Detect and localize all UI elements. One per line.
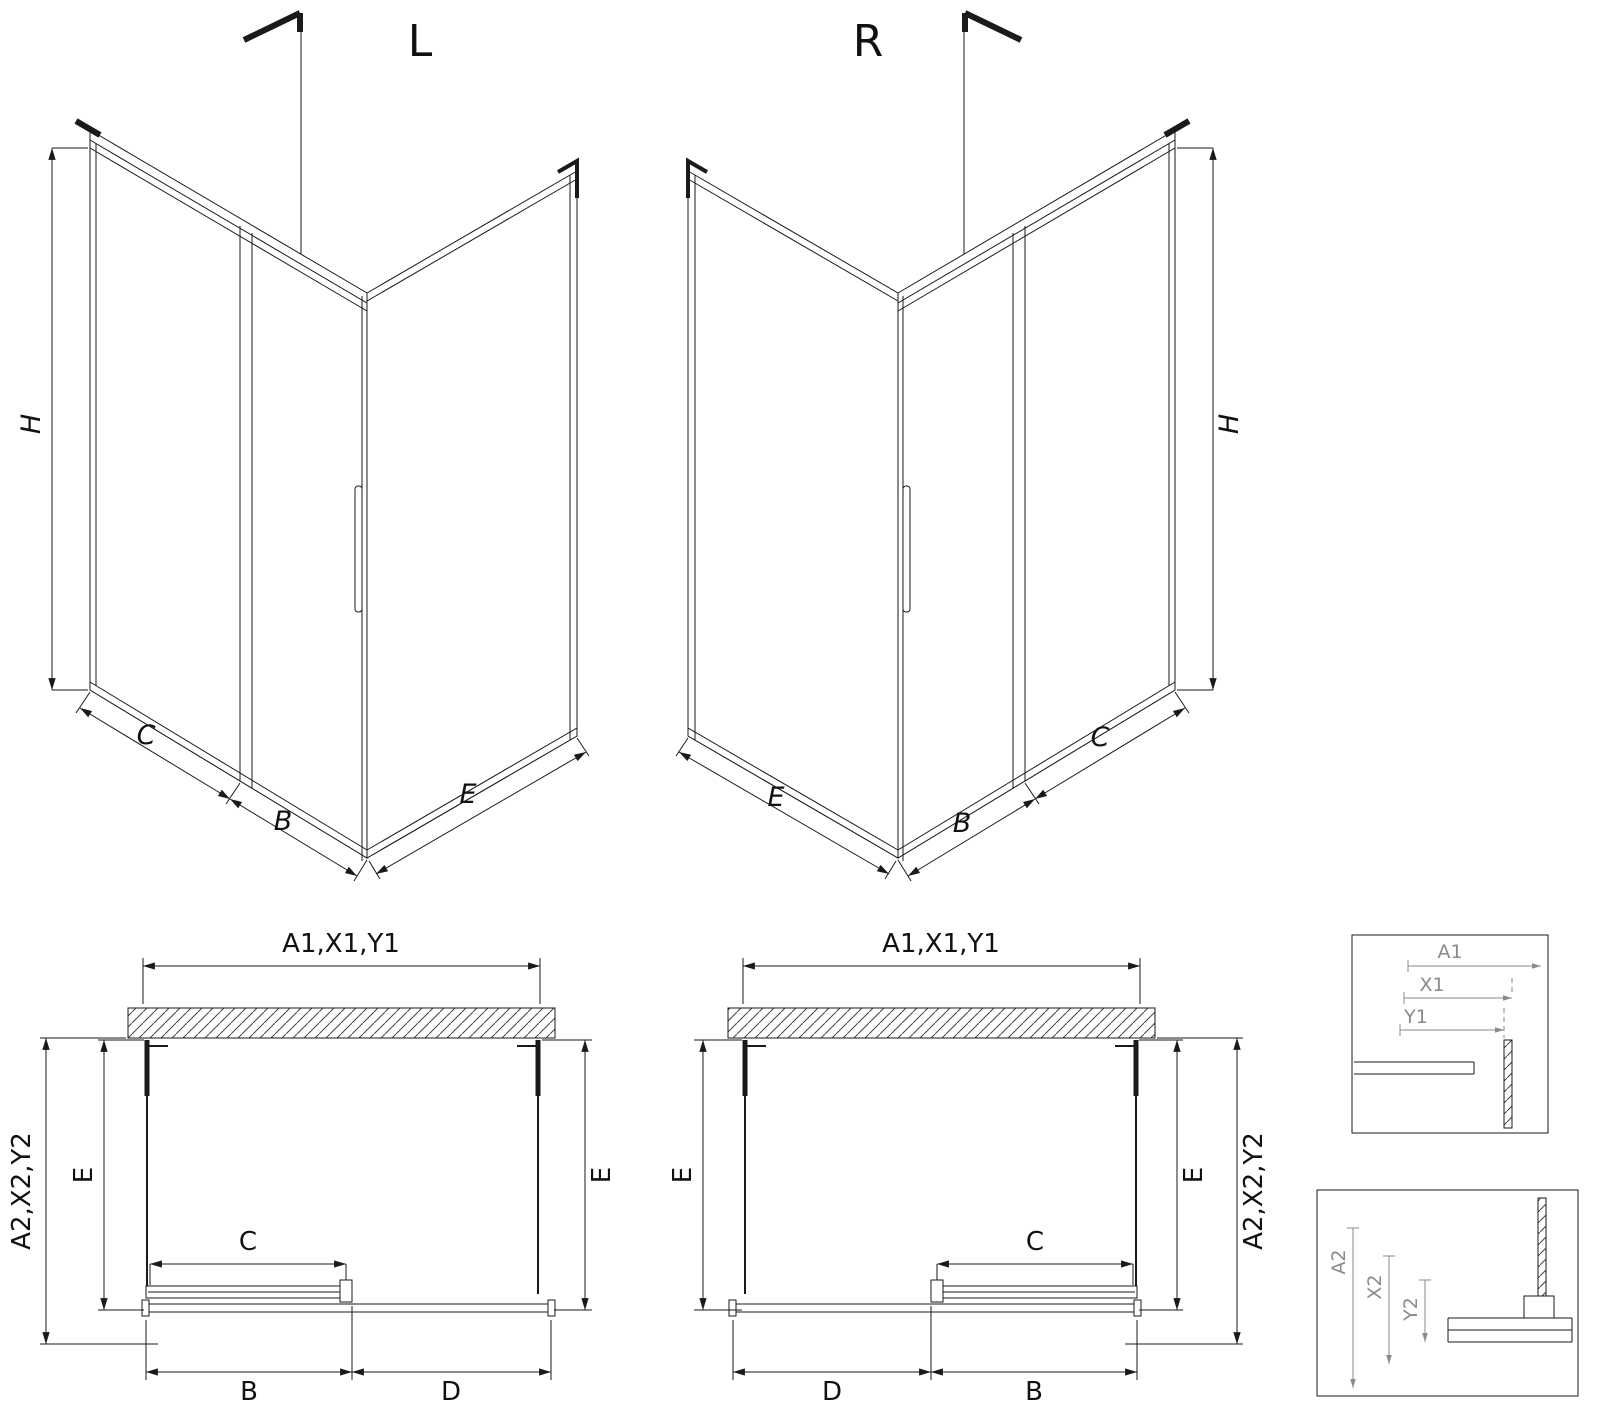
dim-label-e: E (459, 779, 476, 810)
detail-view-depth: A2 X2 Y2 (1316, 1189, 1579, 1397)
dim-label-b: B (1025, 1377, 1043, 1407)
detail-label-a2: A2 (1328, 1249, 1350, 1274)
dim-label-e-right: E (1179, 1167, 1209, 1183)
dim-label-b: B (953, 808, 972, 839)
iso-right-dimensions: H E B C (675, 147, 1245, 882)
plan-view-right: A1,X1,Y1 E E A2,X2,Y2 C D B (668, 929, 1269, 1407)
iso-right-ceiling-support (686, 10, 1191, 254)
dim-label-e-left: E (69, 1167, 99, 1183)
plan-right-dimensions: A1,X1,Y1 E E A2,X2,Y2 C D B (668, 929, 1269, 1407)
detail-label-a1: A1 (1437, 941, 1462, 963)
iso-left-ceiling-support (74, 10, 579, 254)
detail-box (1316, 1189, 1579, 1397)
wall-bracket-right (1163, 118, 1191, 138)
dim-label-e: E (767, 782, 784, 813)
detail-view-width: A1 X1 Y1 (1351, 934, 1549, 1134)
dim-label-a2: A2,X2,Y2 (1239, 1132, 1269, 1250)
plan-view-left: A1,X1,Y1 A2,X2,Y2 E E C B D (7, 929, 617, 1407)
door-handle-plan (339, 1279, 353, 1303)
dim-label-a1: A1,X1,Y1 (282, 929, 400, 959)
detail-label-x2: X2 (1364, 1274, 1386, 1299)
dim-label-d: D (822, 1377, 842, 1407)
corner-connector (1523, 1295, 1555, 1319)
door-handle (354, 485, 363, 613)
dim-label-c: C (239, 1227, 257, 1257)
ceiling-bracket (242, 10, 302, 43)
iso-left-dimensions: H C B E (16, 147, 590, 882)
dim-label-height: H (16, 414, 47, 434)
dim-label-e-left: E (668, 1167, 698, 1183)
ceiling-bracket (963, 10, 1023, 43)
iso-view-left: H C B E L (16, 10, 590, 882)
dim-label-b: B (274, 806, 293, 837)
plan-left-dimensions: A1,X1,Y1 A2,X2,Y2 E E C B D (7, 929, 617, 1407)
glass-section (1537, 1197, 1547, 1303)
dim-label-c: C (1091, 722, 1110, 753)
glass-section (1503, 1039, 1513, 1129)
iso-view-right: H E B C R (675, 10, 1245, 882)
wall-bracket-right (556, 157, 579, 198)
wall-section-hatched (727, 1007, 1156, 1039)
dim-label-b: B (240, 1377, 258, 1407)
detail-box (1351, 934, 1549, 1134)
wall-bracket-left (686, 157, 709, 198)
dim-label-a2: A2,X2,Y2 (7, 1132, 37, 1250)
variant-label-left: L (408, 16, 433, 67)
dim-label-c: C (1026, 1227, 1044, 1257)
door-handle-plan (930, 1279, 944, 1303)
detail-label-x1: X1 (1419, 974, 1444, 996)
dim-label-height: H (1214, 414, 1245, 434)
detail-label-y1: Y1 (1403, 1006, 1428, 1028)
dim-label-a1: A1,X1,Y1 (882, 929, 1000, 959)
wall-section-hatched (127, 1007, 556, 1039)
dim-label-c: C (137, 720, 156, 751)
detail-label-y2: Y2 (1400, 1297, 1422, 1322)
dim-label-e-right: E (587, 1167, 617, 1183)
dim-label-d: D (441, 1377, 461, 1407)
door-handle (902, 485, 911, 613)
variant-label-right: R (853, 16, 884, 67)
wall-bracket-left (74, 118, 102, 138)
